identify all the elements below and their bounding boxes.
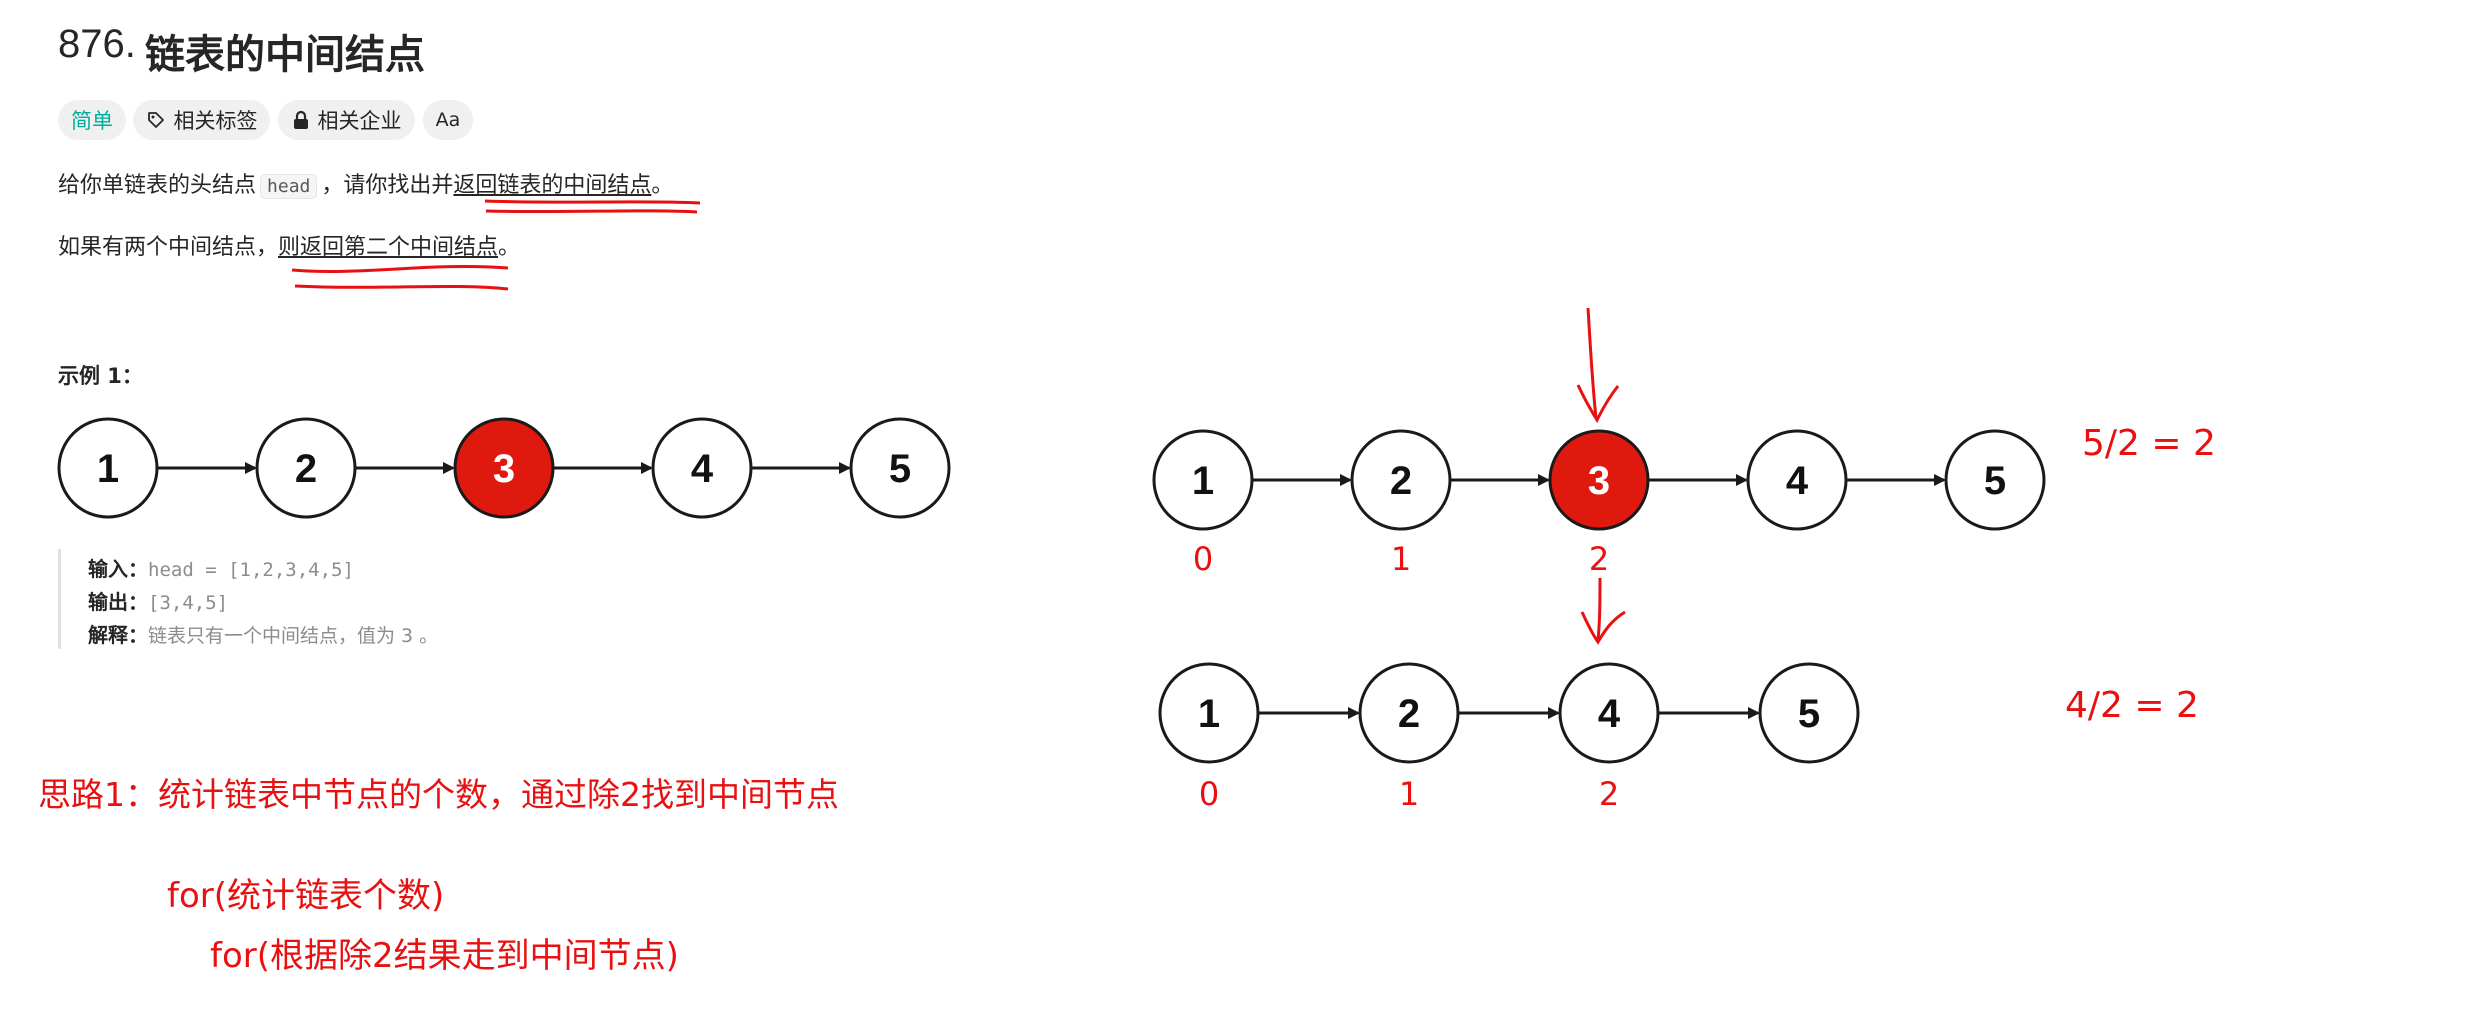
- idea-note: 思路1：统计链表中节点的个数，通过除2找到中间节点: [38, 775, 839, 814]
- list-node: [1944, 429, 2046, 531]
- list-node: [849, 417, 951, 519]
- list-node-value: 2: [295, 447, 317, 491]
- example-title: 示例 1：: [58, 364, 143, 388]
- difficulty-label: 简单: [71, 109, 113, 133]
- output-value: [3,4,5]: [148, 592, 229, 614]
- problem-title[interactable]: 链表的中间结点: [145, 32, 425, 78]
- list-node: [57, 417, 159, 519]
- list-node-value: 4: [691, 447, 714, 491]
- desc-highlight: 返回链表的中间结点: [453, 173, 652, 198]
- list-node: [1758, 662, 1860, 764]
- example-output: 输出：[3,4,5]: [88, 587, 228, 618]
- list-index-label: 0: [1199, 775, 1219, 813]
- list-node-value: 2: [1390, 459, 1412, 503]
- example-box: [58, 549, 581, 649]
- translate-button[interactable]: Aa: [423, 100, 473, 140]
- list-node-value: 5: [1798, 692, 1820, 736]
- related-companies-label: 相关企业: [317, 109, 402, 133]
- list-node: [255, 417, 357, 519]
- problem-number: 876.: [58, 22, 136, 66]
- list-node: [1548, 429, 1650, 531]
- list-node-value: 1: [1192, 459, 1214, 503]
- list-node-value: 3: [1588, 459, 1610, 503]
- list-node: [1558, 662, 1660, 764]
- underline-scribble-1: [484, 199, 701, 205]
- pseudo-code-line-1: for(统计链表个数): [167, 876, 445, 916]
- list-node-value: 4: [1786, 459, 1809, 503]
- desc-highlight: 则返回第二个中间结点: [278, 235, 499, 260]
- list-node: [1350, 429, 1452, 531]
- related-topics-label: 相关标签: [173, 109, 258, 133]
- tag-icon: [146, 110, 166, 130]
- list-node-value: 5: [889, 447, 911, 491]
- example-input: 输入：head = [1,2,3,4,5]: [88, 554, 354, 585]
- calc-note-a: 5/2 = 2: [2082, 423, 2216, 464]
- underline-scribble-1b: [485, 209, 698, 214]
- output-label: 输出：: [88, 590, 148, 614]
- desc-text: 。: [651, 173, 674, 198]
- list-node-value: 1: [1198, 692, 1220, 736]
- list-node: [651, 417, 753, 519]
- list-index-label: 0: [1193, 540, 1213, 578]
- desc-text: 。: [498, 235, 521, 260]
- lock-icon: [292, 110, 310, 130]
- calc-note-b: 4/2 = 2: [2065, 685, 2199, 726]
- translate-icon: Aa: [435, 109, 461, 131]
- desc-text: 给你单链表的头结点: [58, 173, 257, 198]
- inline-code: head: [260, 174, 318, 199]
- desc-text: 如果有两个中间结点，: [58, 235, 279, 260]
- underline-scribble-2b: [294, 284, 509, 291]
- related-topics-button[interactable]: 相关标签: [133, 100, 270, 140]
- list-index-label: 1: [1391, 540, 1411, 578]
- explain-value: 链表只有一个中间结点，值为 3 。: [148, 625, 439, 647]
- input-value: head = [1,2,3,4,5]: [148, 559, 354, 581]
- pointer-arrow-b: [1580, 577, 1626, 645]
- description-paragraph-2: 如果有两个中间结点，则返回第二个中间结点。: [58, 233, 520, 263]
- related-companies-button[interactable]: 相关企业: [278, 100, 415, 140]
- explain-label: 解释：: [88, 623, 148, 647]
- list-index-label: 2: [1589, 540, 1609, 578]
- difficulty-tag[interactable]: 简单: [58, 100, 126, 140]
- list-node-value: 1: [97, 447, 119, 491]
- list-node: [1358, 662, 1460, 764]
- pointer-arrow-a: [1576, 307, 1620, 424]
- notes-linked-list-a: 1 0 2 1 3 2 4 5: [1152, 429, 2046, 578]
- input-label: 输入：: [88, 557, 148, 581]
- example-linked-list: 1 2 3 4 5: [57, 417, 951, 519]
- example-explanation: 解释：链表只有一个中间结点，值为 3 。: [88, 620, 438, 651]
- list-node: [1152, 429, 1254, 531]
- list-index-label: 1: [1399, 775, 1419, 813]
- list-node: [453, 417, 555, 519]
- pseudo-code-line-2: for(根据除2结果走到中间节点): [210, 936, 679, 976]
- list-node-value: 2: [1398, 692, 1420, 736]
- list-node-value: 5: [1984, 459, 2006, 503]
- desc-text: ，请你找出并: [321, 173, 454, 198]
- underline-scribble-2: [291, 264, 509, 274]
- list-node: [1158, 662, 1260, 764]
- notes-linked-list-b: 1 0 2 1 4 2 5: [1158, 662, 1860, 813]
- list-node-value: 4: [1598, 692, 1621, 736]
- list-node-value: 3: [493, 447, 515, 491]
- list-node: [1746, 429, 1848, 531]
- list-index-label: 2: [1599, 775, 1619, 813]
